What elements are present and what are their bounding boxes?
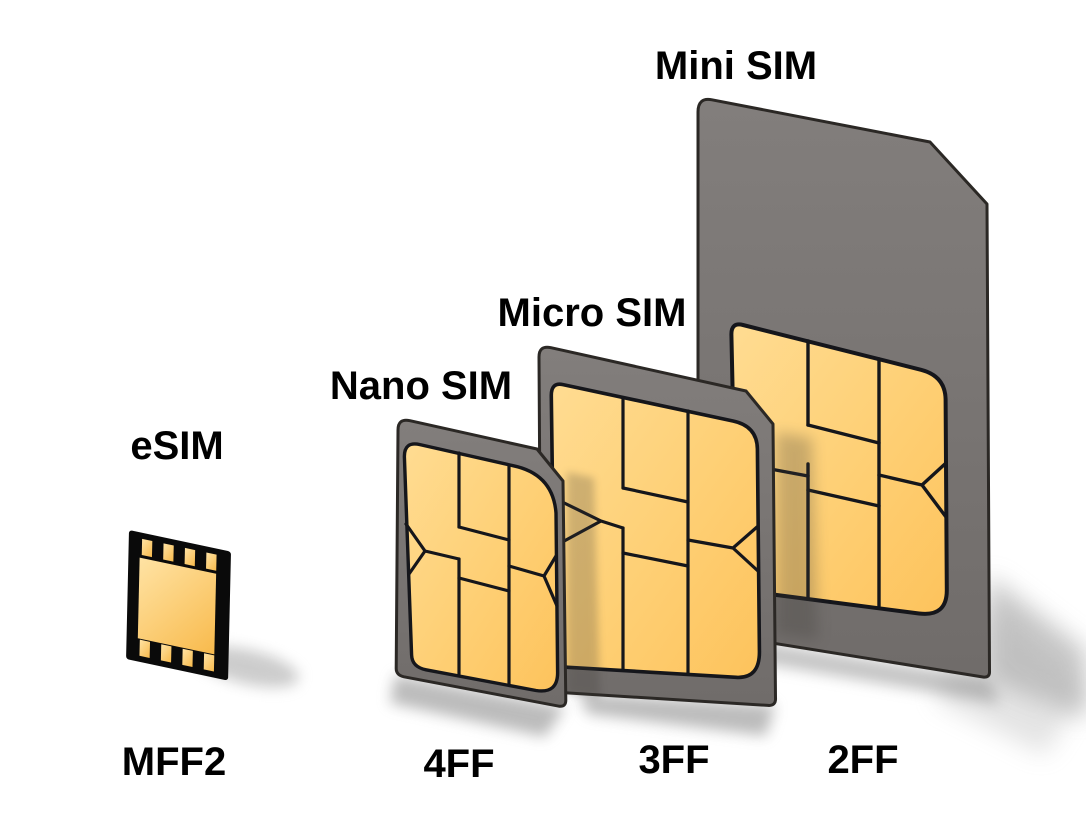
label-3ff: 3FF — [638, 738, 710, 782]
nano-sim-contact-lines — [404, 451, 559, 686]
label-mini-sim: Mini SIM — [654, 44, 818, 88]
label-esim: eSIM — [130, 424, 224, 468]
micro-sim-card — [537, 345, 778, 707]
nano-sim-contact-pad — [402, 442, 560, 693]
nano-sim-bottom-shadow — [390, 675, 565, 737]
esim-chip-pins — [139, 538, 217, 672]
micro-sim-contact-pad — [549, 382, 762, 680]
label-micro-sim: Micro SIM — [497, 291, 687, 335]
label-nano-sim: Nano SIM — [329, 364, 513, 408]
nano-sim-card — [394, 418, 568, 708]
label-mff2: MFF2 — [121, 740, 227, 784]
label-4ff: 4FF — [423, 742, 495, 786]
esim-chip-center-pad — [137, 557, 217, 655]
esim-chip — [126, 530, 231, 681]
micro-on-mini-cast-shadow — [776, 432, 818, 640]
nano-on-micro-cast-shadow — [567, 472, 600, 698]
label-2ff: 2FF — [827, 738, 899, 782]
